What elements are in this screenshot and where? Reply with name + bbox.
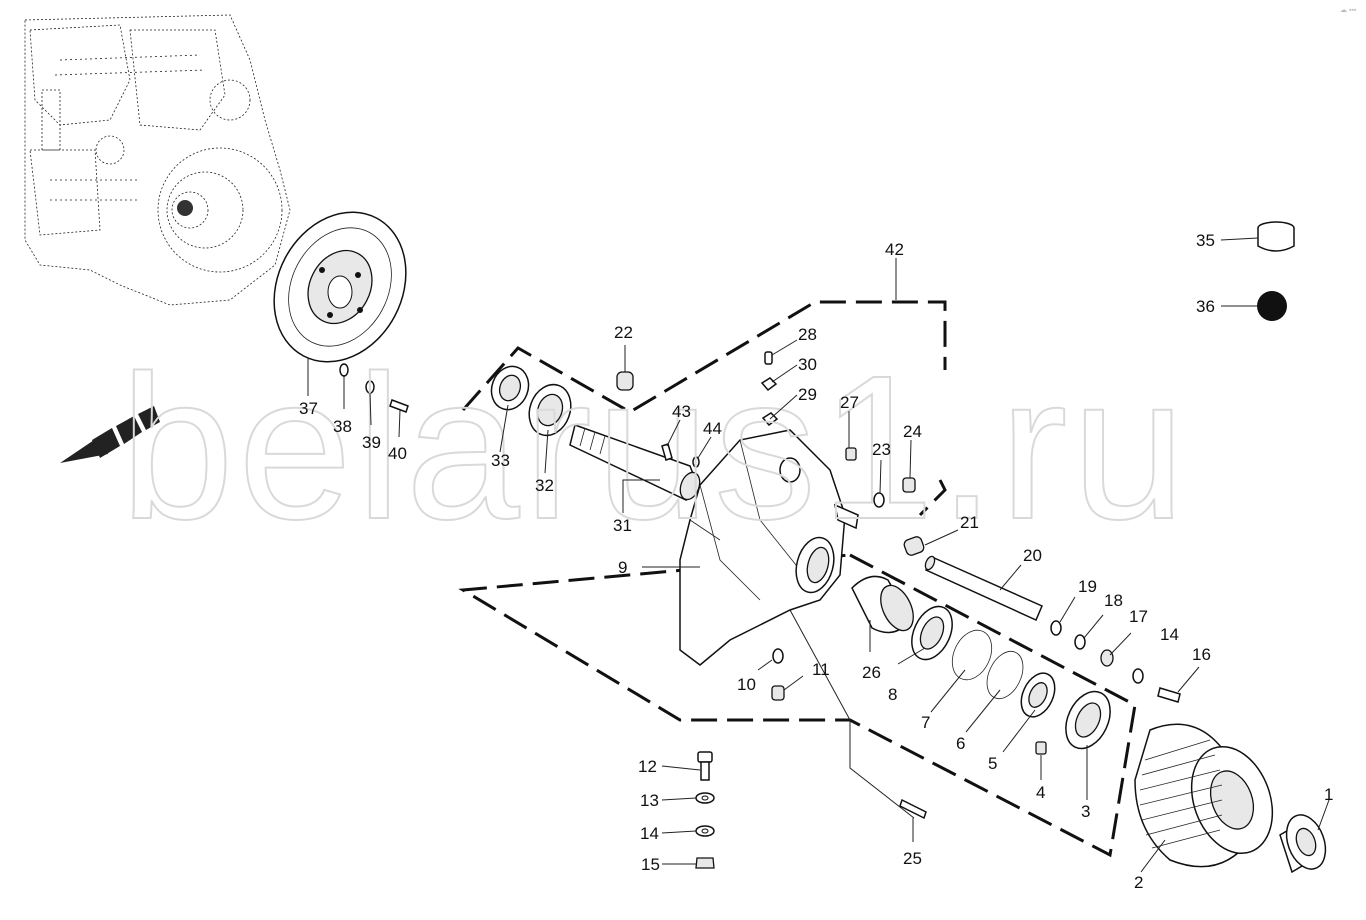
callout-37: 37 [299,399,318,418]
callout-30: 30 [798,355,817,374]
shaft-20 [924,555,1043,621]
washers-and-bolt [1050,620,1181,703]
callout-21: 21 [960,513,979,532]
callout-7: 7 [921,713,930,732]
ring-44 [692,456,700,468]
callout-2: 2 [1134,873,1143,892]
clamping-hub-1 [1279,814,1327,874]
bushing-26 [851,575,914,634]
corner-mark: ☁ ▪▪▪ [1340,7,1357,14]
callout-10: 10 [737,675,756,694]
callout-29: 29 [798,385,817,404]
callout-20: 20 [1023,546,1042,565]
callout-32: 32 [535,476,554,495]
pulley-2 [1134,723,1274,868]
callout-labels: 1 2 3 4 5 6 7 8 9 10 11 12 13 14 14 15 1… [299,231,1333,892]
callout-11: 11 [812,660,830,679]
callout-22: 22 [614,323,633,342]
callout-33: 33 [491,451,510,470]
callout-44: 44 [703,419,722,438]
callout-6: 6 [956,734,965,753]
fastener-stack [695,751,715,869]
callout-40: 40 [388,444,407,463]
callout-16: 16 [1192,645,1211,664]
callout-27: 27 [840,393,859,412]
plug-36 [1257,291,1287,321]
callout-1: 1 [1324,785,1333,804]
callout-23: 23 [872,440,891,459]
cap-35 [1257,221,1295,252]
callout-8: 8 [888,685,897,704]
bolt-43 [661,443,673,461]
callout-35: 35 [1196,231,1215,250]
callout-12: 12 [638,757,657,776]
leader-lines [307,237,1330,873]
callout-43: 43 [672,402,691,421]
bearings-and-seals [911,605,1111,750]
engine-block-drawing [24,14,291,306]
assembly-42-boundary [458,300,1137,858]
watermark-text: belarus1.ru [120,333,1190,562]
seal-and-bearing-33-32 [490,365,572,437]
callout-14-lower: 14 [640,824,659,843]
callout-31: 31 [613,516,632,535]
callout-17: 17 [1129,607,1148,626]
callout-15: 15 [641,855,660,874]
callout-42: 42 [885,240,904,259]
callout-24: 24 [903,422,922,441]
stud-25 [899,798,927,820]
callout-26: 26 [862,663,881,682]
callout-14-upper: 14 [1160,625,1179,644]
callout-9: 9 [618,558,627,577]
callout-13: 13 [640,791,659,810]
callout-36: 36 [1196,297,1215,316]
callout-5: 5 [988,754,997,773]
plug-11 [771,685,785,701]
clutch-disc [273,211,407,363]
gear-housing-9 [679,429,859,666]
callout-28: 28 [798,325,817,344]
callout-38: 38 [333,417,352,436]
callout-18: 18 [1104,591,1123,610]
ring-10 [772,648,784,664]
nut-4 [1035,741,1047,755]
bushing-21 [903,536,925,556]
callout-19: 19 [1078,577,1097,596]
callout-25: 25 [903,849,922,868]
callout-39: 39 [362,433,381,452]
direction-arrow-icon [60,406,160,463]
small-parts-upper [760,351,916,508]
callout-3: 3 [1081,802,1090,821]
callout-4: 4 [1036,783,1045,802]
